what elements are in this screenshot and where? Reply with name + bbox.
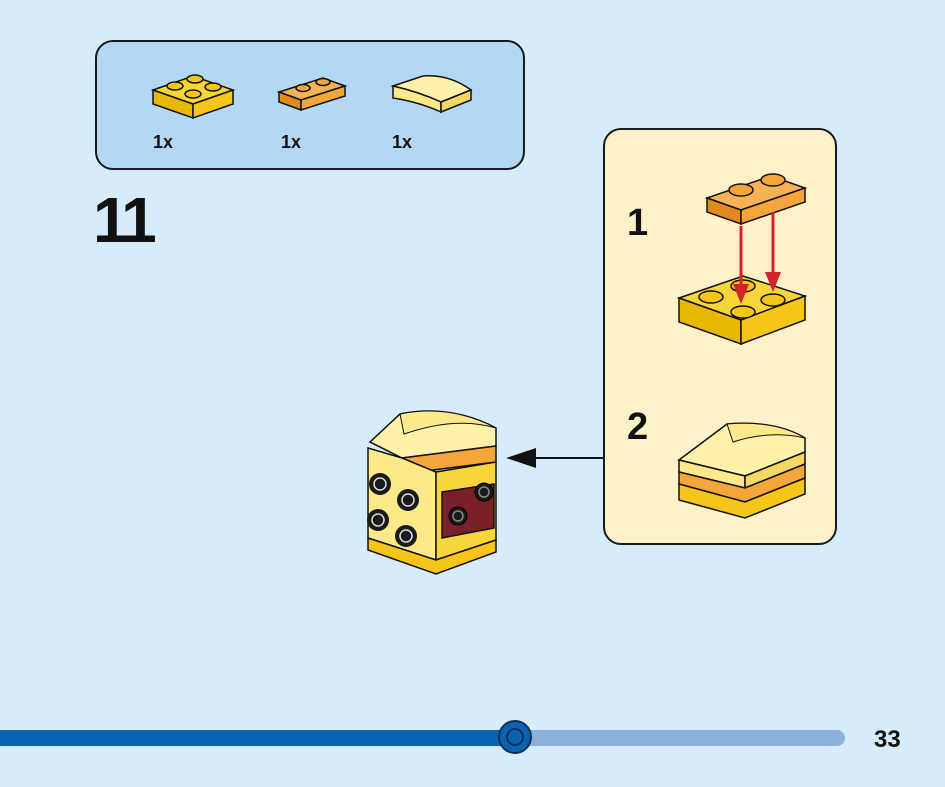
part-yellow-2x2-plate-image — [149, 62, 239, 122]
step-number: 11 — [93, 184, 157, 256]
page-number: 33 — [874, 726, 901, 753]
part-1-quantity: 1x — [153, 132, 174, 152]
part-orange-1x2-plate-image — [277, 64, 349, 114]
substep-2-number: 2 — [627, 406, 649, 448]
progress-bar-knob — [498, 720, 532, 754]
substep-1-number: 1 — [627, 202, 649, 244]
part-2-quantity: 1x — [281, 132, 302, 152]
substep-1-illustration — [675, 154, 815, 369]
substep-2-illustration — [675, 418, 815, 533]
progress-bar-track — [0, 730, 845, 746]
part-curved-slope-image — [389, 60, 479, 120]
part-3-quantity: 1x — [392, 132, 413, 152]
subassembly-box: 1 2 — [603, 128, 837, 545]
attach-arrow-icon — [506, 448, 604, 468]
progress-bar-fill — [0, 730, 515, 746]
parts-list-box: 1x 1x 1x — [95, 40, 525, 170]
assembled-model-image — [360, 400, 510, 585]
